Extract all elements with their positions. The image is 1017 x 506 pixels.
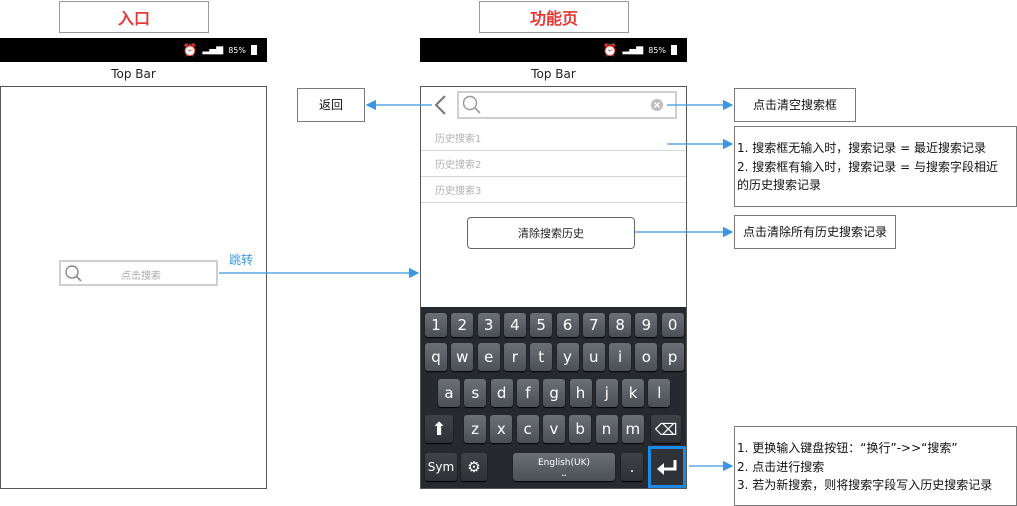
key-7[interactable]: 7 xyxy=(582,313,605,337)
key-j[interactable]: j xyxy=(595,379,618,407)
key-x[interactable]: x xyxy=(490,415,513,443)
enter-note-line: 1. 更换输入键盘按钮：“换行”->>“搜索” xyxy=(737,441,958,455)
search-input[interactable] xyxy=(457,91,677,119)
key-b[interactable]: b xyxy=(569,415,592,443)
key-i[interactable]: i xyxy=(609,343,632,371)
clear-circle-icon[interactable] xyxy=(650,98,664,112)
history-note: 1. 搜索框无输入时，搜索记录 = 最近搜索记录 2. 搜索框有输入时，搜索记录… xyxy=(734,126,1017,207)
enter-note: 1. 更换输入键盘按钮：“换行”->>“搜索” 2. 点击进行搜索 3. 若为新… xyxy=(734,426,1017,506)
enter-note-line: 3. 若为新搜索，则将搜索字段写入历史搜索记录 xyxy=(737,478,993,493)
battery-text: 85% xyxy=(228,45,246,55)
key-h[interactable]: h xyxy=(569,379,592,407)
function-title: 功能页 xyxy=(479,1,629,33)
key-l[interactable]: l xyxy=(648,379,671,407)
history-item[interactable]: 历史搜索1 xyxy=(421,124,686,151)
key-1[interactable]: 1 xyxy=(425,313,447,337)
back-chevron-icon[interactable] xyxy=(432,94,450,116)
key-p[interactable]: p xyxy=(661,343,684,371)
space-bar-icon: ⎵ xyxy=(562,467,566,477)
search-icon xyxy=(65,265,82,282)
back-note: 返回 xyxy=(297,88,365,122)
entry-top-bar: Top Bar xyxy=(0,62,267,87)
battery-text: 85% xyxy=(648,45,666,55)
key-5[interactable]: 5 xyxy=(530,313,553,337)
enter-key[interactable] xyxy=(648,446,686,488)
key-w[interactable]: w xyxy=(451,343,474,371)
key-0[interactable]: 0 xyxy=(661,313,684,337)
key-n[interactable]: n xyxy=(595,415,618,443)
key-s[interactable]: s xyxy=(464,379,487,407)
jump-label: 跳转 xyxy=(229,253,254,267)
alarm-icon: ⏰ xyxy=(182,43,198,57)
key-4[interactable]: 4 xyxy=(503,313,526,337)
key-8[interactable]: 8 xyxy=(609,313,632,337)
key-q[interactable]: q xyxy=(425,343,447,371)
key-2[interactable]: 2 xyxy=(451,313,474,337)
key-3[interactable]: 3 xyxy=(477,313,500,337)
period-key[interactable]: . xyxy=(621,453,643,481)
entry-search-placeholder: 点击搜索 xyxy=(121,271,161,282)
key-6[interactable]: 6 xyxy=(556,313,579,337)
alarm-icon: ⏰ xyxy=(602,43,618,57)
key-z[interactable]: z xyxy=(464,415,486,443)
clear-history-button[interactable]: 清除搜索历史 xyxy=(467,217,635,249)
signal-icon: ▂▄▆ xyxy=(622,45,644,55)
key-g[interactable]: g xyxy=(543,379,566,407)
key-9[interactable]: 9 xyxy=(635,313,658,337)
signal-icon: ▂▄▆ xyxy=(202,45,224,55)
entry-status-bar: ⏰ ▂▄▆ 85% xyxy=(0,38,267,62)
key-a[interactable]: a xyxy=(438,379,460,407)
backspace-icon[interactable]: ⌫ xyxy=(651,415,681,443)
key-r[interactable]: r xyxy=(503,343,526,371)
entry-search-box[interactable]: 点击搜索 xyxy=(59,260,218,286)
function-top-bar: Top Bar xyxy=(420,62,687,87)
settings-gear-icon[interactable]: ⚙ xyxy=(461,453,487,481)
history-item[interactable]: 历史搜索3 xyxy=(421,177,686,203)
key-u[interactable]: u xyxy=(582,343,605,371)
key-c[interactable]: c xyxy=(516,415,539,443)
key-f[interactable]: f xyxy=(516,379,539,407)
search-icon xyxy=(462,95,481,114)
history-note-line: 的历史搜索记录 xyxy=(737,178,822,193)
key-t[interactable]: t xyxy=(530,343,553,371)
enter-icon xyxy=(657,460,677,475)
clear-history-note: 点击清除所有历史搜索记录 xyxy=(734,215,896,249)
key-y[interactable]: y xyxy=(556,343,579,371)
clear-input-note: 点击清空搜索框 xyxy=(734,88,856,122)
key-v[interactable]: v xyxy=(542,415,565,443)
function-status-bar: ⏰ ▂▄▆ 85% xyxy=(420,38,687,62)
enter-note-line: 2. 点击进行搜索 xyxy=(737,459,825,474)
key-k[interactable]: k xyxy=(622,379,645,407)
key-d[interactable]: d xyxy=(490,379,513,407)
space-key[interactable]: English(UK) ⎵ xyxy=(513,453,615,481)
battery-icon xyxy=(251,45,257,55)
sym-key[interactable]: Sym xyxy=(425,453,457,481)
entry-title: 入口 xyxy=(59,1,209,33)
key-o[interactable]: o xyxy=(635,343,658,371)
history-item[interactable]: 历史搜索2 xyxy=(421,151,686,177)
language-label: English(UK) xyxy=(537,458,590,468)
key-e[interactable]: e xyxy=(477,343,500,371)
history-note-line: 2. 搜索框有输入时，搜索记录 = 与搜索字段相近 xyxy=(737,159,998,174)
shift-icon[interactable]: ⬆ xyxy=(425,415,453,443)
history-note-line: 1. 搜索框无输入时，搜索记录 = 最近搜索记录 xyxy=(737,141,986,155)
key-m[interactable]: m xyxy=(621,415,644,443)
battery-icon xyxy=(671,45,677,55)
